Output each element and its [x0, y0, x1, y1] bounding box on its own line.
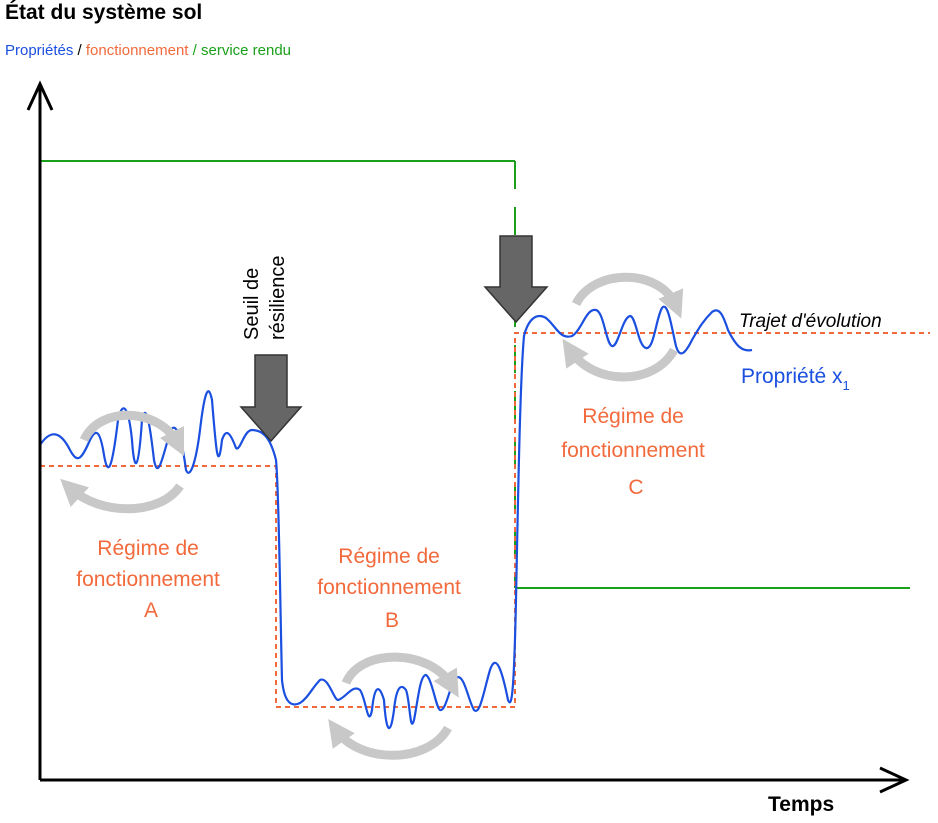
- legend-separator: /: [73, 42, 86, 59]
- regime-c-line2: fonctionnement: [561, 439, 705, 462]
- threshold-label-line1: Seuil de: [241, 268, 263, 340]
- transition-arrow-icon: [483, 235, 549, 324]
- threshold-label: Seuil de résilience: [241, 256, 289, 340]
- legend-properties: Propriétés: [5, 42, 74, 59]
- trajectory-label: Trajet d'évolution: [739, 311, 882, 332]
- regime-c-line3: C: [628, 476, 643, 499]
- regime-b-label: Régime de fonctionnement B: [317, 545, 466, 632]
- property-label: Propriété x1: [741, 365, 850, 393]
- cycle-arrows-a-icon: [60, 410, 185, 514]
- functioning-line: [40, 332, 930, 708]
- axes: [26, 80, 910, 794]
- regime-a-label: Régime de fonctionnement A: [76, 537, 225, 622]
- property-line: [39, 305, 753, 730]
- legend-service: service rendu: [200, 42, 292, 59]
- x-axis-label: Temps: [768, 793, 835, 816]
- regime-c-line1: Régime de: [582, 405, 684, 428]
- property-label-subscript: 1: [843, 378, 850, 393]
- regime-a-line3: A: [144, 599, 158, 622]
- legend-functioning: fonctionnement: [85, 42, 189, 59]
- page-title: État du système sol: [5, 1, 203, 24]
- regime-b-line2: fonctionnement: [317, 576, 461, 599]
- x-axis-arrow-icon: [879, 766, 910, 794]
- y-axis-arrow-icon: [26, 80, 54, 111]
- threshold-label-line2: résilience: [267, 256, 289, 340]
- legend-separator: /: [188, 42, 201, 59]
- regime-c-label: Régime de fonctionnement C: [561, 405, 710, 499]
- regime-b-line1: Régime de: [338, 545, 440, 568]
- regime-b-line3: B: [385, 609, 399, 632]
- resilience-threshold-arrow-icon: [239, 354, 303, 443]
- legend: Propriétés / fonctionnement / service re…: [5, 42, 291, 59]
- regime-a-line1: Régime de: [97, 537, 199, 560]
- cycle-arrows-b-icon: [328, 652, 459, 760]
- regime-a-line2: fonctionnement: [76, 568, 220, 591]
- service-line: [40, 160, 910, 589]
- property-label-text: Propriété x: [741, 365, 843, 388]
- cycle-arrows-c-icon: [562, 272, 684, 382]
